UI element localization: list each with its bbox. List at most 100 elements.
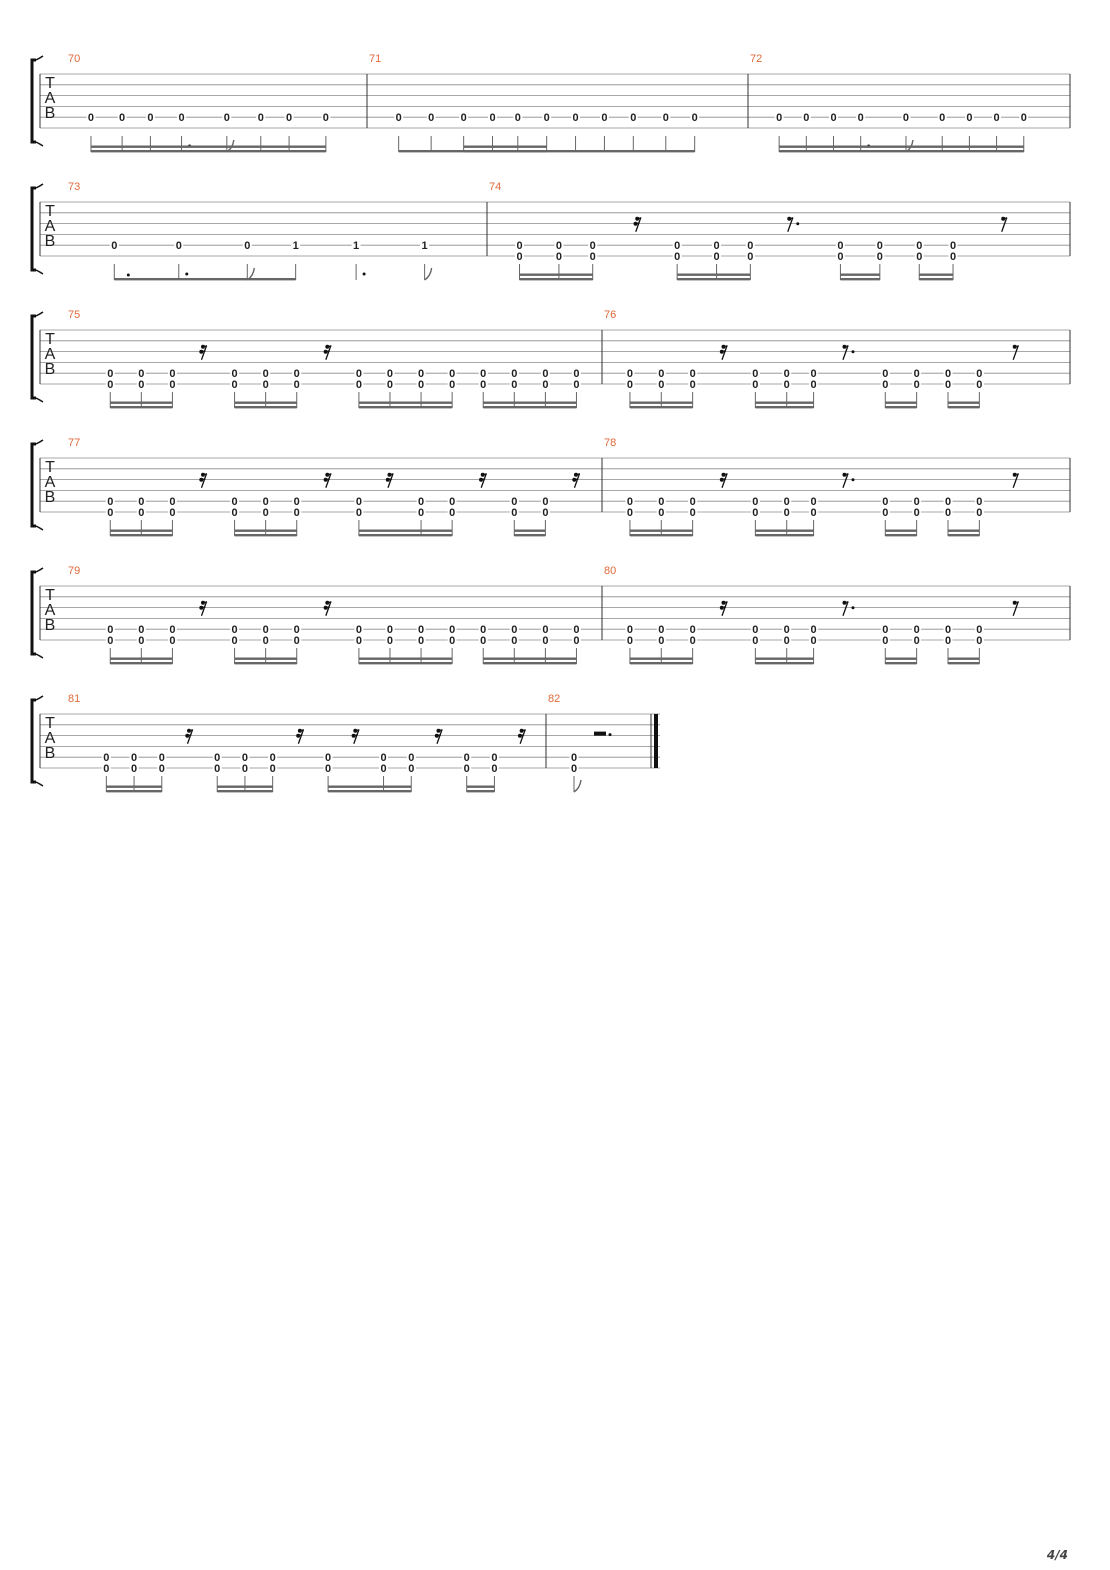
fret-number: 0 <box>103 763 109 775</box>
fret-number: 0 <box>232 635 238 647</box>
beam-secondary <box>948 529 980 532</box>
beam <box>948 534 980 537</box>
fret-knockout <box>914 239 924 251</box>
fret-knockout <box>880 506 890 518</box>
fret-knockout <box>385 378 395 390</box>
rest-stem <box>186 729 194 744</box>
fret-knockout <box>509 623 519 635</box>
fret-knockout <box>688 506 698 518</box>
fret-number: 0 <box>516 251 522 263</box>
beam <box>466 790 495 793</box>
fret-number: 0 <box>976 635 982 647</box>
fret-number: 0 <box>88 112 94 124</box>
fret-number: 0 <box>270 763 276 775</box>
fret-number: 0 <box>356 496 362 508</box>
fret-knockout <box>712 250 722 262</box>
beam <box>948 662 980 665</box>
fret-knockout <box>157 762 167 774</box>
fret-knockout <box>750 634 760 646</box>
rest-flag-line <box>325 478 330 481</box>
rest-16 <box>719 472 728 488</box>
fret-knockout <box>880 634 890 646</box>
fret-knockout <box>488 111 498 123</box>
fret-number: 0 <box>489 112 495 124</box>
fret-knockout <box>105 378 115 390</box>
fret-number: 0 <box>449 368 455 380</box>
fret-knockout <box>230 623 240 635</box>
dot <box>185 272 189 276</box>
fret-number: 0 <box>837 251 843 263</box>
fret-knockout <box>571 623 581 635</box>
fret-number: 0 <box>263 496 269 508</box>
fret-number: 0 <box>571 752 577 764</box>
system-bracket-hook <box>35 311 44 403</box>
rest-stem <box>787 217 794 232</box>
fret-number: 0 <box>408 752 414 764</box>
fret-knockout <box>880 378 890 390</box>
rest-flag-line <box>299 729 305 732</box>
rest-16 <box>323 472 332 488</box>
beam <box>840 278 880 281</box>
fret-number: 0 <box>542 368 548 380</box>
note-flag <box>424 267 433 281</box>
beam-secondary <box>629 529 693 532</box>
fret-number: 0 <box>169 379 175 391</box>
fret-number: 0 <box>556 251 562 263</box>
fret-knockout <box>230 506 240 518</box>
rest-flag-line <box>721 350 726 353</box>
beam-secondary <box>755 657 814 660</box>
rest-flag-line <box>355 729 360 732</box>
fret-knockout <box>136 367 146 379</box>
note-flag <box>573 779 582 793</box>
fret-number: 0 <box>627 507 633 519</box>
fret-knockout <box>513 111 523 123</box>
fret-number: 0 <box>464 752 470 764</box>
fret-knockout <box>136 623 146 635</box>
fret-number: 0 <box>692 112 698 124</box>
fret-knockout <box>782 623 792 635</box>
fret-number: 0 <box>630 112 636 124</box>
fret-number: 0 <box>169 635 175 647</box>
fret-knockout <box>354 634 364 646</box>
fret-knockout <box>174 239 184 251</box>
fret-knockout <box>948 239 958 251</box>
fret-number: 0 <box>811 379 817 391</box>
fret-knockout <box>416 378 426 390</box>
fret-number: 0 <box>380 752 386 764</box>
fret-knockout <box>105 506 115 518</box>
fret-knockout <box>688 367 698 379</box>
beam-secondary <box>948 657 980 660</box>
fret-knockout <box>974 506 984 518</box>
fret-knockout <box>912 495 922 507</box>
fret-knockout <box>835 250 845 262</box>
fret-number: 0 <box>323 112 329 124</box>
fret-number: 0 <box>658 368 664 380</box>
rest-8dot <box>787 216 800 232</box>
fret-knockout <box>571 378 581 390</box>
fret-number: 0 <box>663 112 669 124</box>
fret-number: 0 <box>914 624 920 636</box>
fret-knockout <box>489 751 499 763</box>
fret-knockout <box>284 111 294 123</box>
fret-knockout <box>809 378 819 390</box>
fret-knockout <box>240 751 250 763</box>
rest-flag-line <box>202 601 208 604</box>
beam <box>106 790 162 793</box>
fret-knockout <box>167 634 177 646</box>
fret-number: 0 <box>286 112 292 124</box>
fret-number: 0 <box>138 507 144 519</box>
fret-knockout <box>809 623 819 635</box>
rest-stem <box>353 729 360 744</box>
fret-knockout <box>782 495 792 507</box>
system-bracket-hook <box>35 183 44 275</box>
fret-number: 0 <box>511 379 517 391</box>
rest-stem <box>721 601 728 616</box>
fret-number: 0 <box>542 496 548 508</box>
beam <box>234 534 297 537</box>
fret-number: 0 <box>916 240 922 252</box>
fret-number: 0 <box>418 379 424 391</box>
fret-number: 0 <box>542 507 548 519</box>
fret-knockout <box>750 495 760 507</box>
fret-knockout <box>571 111 581 123</box>
